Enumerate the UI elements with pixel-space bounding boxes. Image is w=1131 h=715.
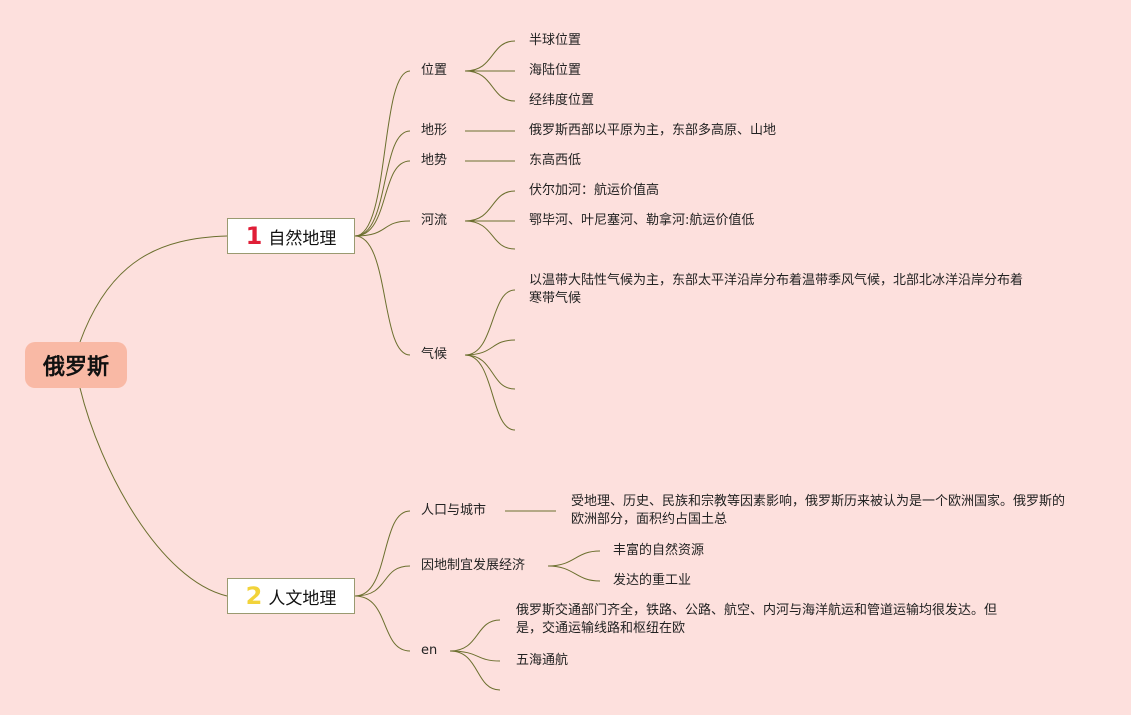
connector-t2-l1 <box>449 650 501 662</box>
connector-b1-s0 <box>354 70 411 237</box>
leaf-item[interactable]: 以温带大陆性气候为主，东部太平洋沿岸分布着温带季风气候，北部北冰洋沿岸分布着寒带… <box>529 273 1024 306</box>
connector-b1-s4 <box>354 235 411 356</box>
connector-s0-l0 <box>464 40 516 72</box>
connector-b1-s1 <box>354 130 411 237</box>
subtopic-elevation[interactable]: 地势 <box>421 153 448 168</box>
connector-b2-s1 <box>354 565 411 597</box>
leaf-item[interactable]: 经纬度位置 <box>529 93 595 108</box>
leaf-item[interactable]: 五海通航 <box>516 653 569 668</box>
subtopic-climate[interactable]: 气候 <box>421 347 448 362</box>
leaf-item[interactable]: 发达的重工业 <box>613 573 692 588</box>
connector-s4-l3 <box>464 354 516 431</box>
branch-number-icon: 2 <box>245 582 263 610</box>
leaf-item[interactable]: 受地理、历史、民族和宗教等因素影响，俄罗斯历来被认为是一个欧洲国家。俄罗斯的欧洲… <box>571 494 1066 527</box>
branch-label: 自然地理 <box>268 228 337 249</box>
connector-s3-l0 <box>464 190 516 222</box>
subtopic-population-cities[interactable]: 人口与城市 <box>421 503 487 518</box>
leaf-item[interactable]: 俄罗斯交通部门齐全，铁路、公路、航空、内河与海洋航运和管道运输均很发达。但是，交… <box>516 603 998 636</box>
connector-b2-s2 <box>354 595 411 652</box>
connector-t1-l1 <box>547 565 601 582</box>
leaf-item[interactable]: 海陆位置 <box>529 63 582 78</box>
branch-human-geography[interactable]: 2 人文地理 <box>227 578 355 614</box>
leaf-item[interactable]: 东高西低 <box>529 153 582 168</box>
connector-s4-l2 <box>464 354 516 390</box>
leaf-item[interactable]: 鄂毕河、叶尼塞河、勒拿河:航运价值低 <box>529 213 755 228</box>
connector-b1-s2 <box>354 160 411 237</box>
connector-t2-l2 <box>449 650 501 691</box>
branch-natural-geography[interactable]: 1 自然地理 <box>227 218 355 254</box>
connector-s4-l1 <box>464 339 516 356</box>
branch-label: 人文地理 <box>268 588 337 609</box>
subtopic-en[interactable]: en <box>421 643 438 658</box>
root-topic[interactable]: 俄罗斯 <box>25 342 127 388</box>
leaf-item[interactable]: 伏尔加河：航运价值高 <box>529 183 660 198</box>
connector-t1-l0 <box>547 550 601 567</box>
subtopic-economy[interactable]: 因地制宜发展经济 <box>421 558 526 573</box>
leaf-item[interactable]: 丰富的自然资源 <box>613 543 705 558</box>
subtopic-rivers[interactable]: 河流 <box>421 213 448 228</box>
subtopic-terrain[interactable]: 地形 <box>421 123 448 138</box>
subtopic-location[interactable]: 位置 <box>421 63 448 78</box>
connector-root-b2 <box>79 387 228 597</box>
connector-s3-l2 <box>464 220 516 250</box>
leaf-item[interactable]: 俄罗斯西部以平原为主，东部多高原、山地 <box>529 123 777 138</box>
branch-number-icon: 1 <box>245 222 263 250</box>
leaf-item[interactable]: 半球位置 <box>529 33 582 48</box>
connector-b1-s3 <box>354 220 411 237</box>
connector-s0-l2 <box>464 70 516 102</box>
connector-root-b1 <box>79 235 228 343</box>
connector-t2-l0 <box>449 619 501 652</box>
connector-b2-s0 <box>354 510 411 597</box>
connector-s4-l0 <box>464 289 516 356</box>
